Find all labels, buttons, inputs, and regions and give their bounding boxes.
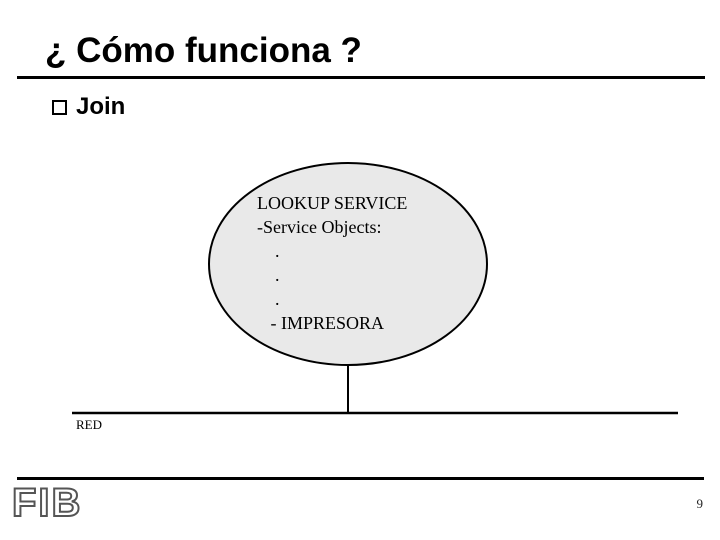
bullet-label: Join <box>76 93 126 120</box>
title-underline <box>17 76 705 79</box>
ellipse-text-block: LOOKUP SERVICE -Service Objects: . . . -… <box>257 191 407 335</box>
fib-logo-text: FIB <box>12 483 82 523</box>
network-label: RED <box>76 417 102 432</box>
fib-logo: FIB <box>11 483 82 523</box>
ellipse-line: . <box>257 241 280 261</box>
ellipse-line: . <box>257 265 280 285</box>
square-bullet-icon <box>52 99 67 115</box>
ellipse-line: - IMPRESORA <box>257 313 385 333</box>
ellipse-line: . <box>257 289 280 309</box>
ellipse-line: -Service Objects: <box>257 217 382 237</box>
ellipse-line: LOOKUP SERVICE <box>257 193 408 213</box>
page-number: 9 <box>696 496 704 511</box>
slide-title: ¿ Cómo funciona ? <box>45 31 362 70</box>
bullet-item-join: Join <box>52 93 125 121</box>
footer-rule <box>17 477 704 480</box>
